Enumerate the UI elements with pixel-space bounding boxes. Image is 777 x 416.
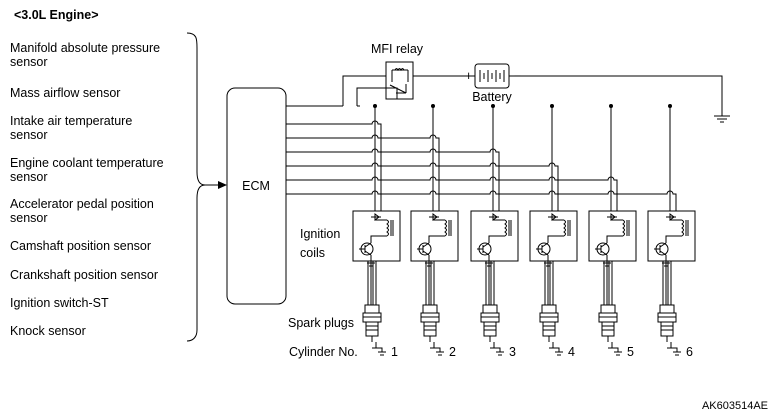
sensor-label: Knock sensor [10,324,86,338]
sensor-label: sensor [10,128,48,142]
sensor-label: sensor [10,211,48,225]
cylinder-number: 4 [568,345,575,359]
spark-plugs-label: Spark plugs [288,316,354,330]
ignition-coils-label: Ignition [300,227,340,241]
sensor-list: Manifold absolute pressure sensor Mass a… [10,41,164,338]
sensor-label: Manifold absolute pressure [10,41,160,55]
spark-plug [541,304,557,314]
cylinder-number: 5 [627,345,634,359]
battery-label: Battery [472,90,512,104]
spark-plug [659,304,675,314]
cylinder-unit: 1 [286,104,401,359]
mfi-relay-label: MFI relay [371,42,424,56]
input-arrow-head [218,181,227,189]
cylinder-number: 3 [509,345,516,359]
cylinder-unit: 2 [286,104,459,359]
sensor-label: sensor [10,55,48,69]
cylinder-units: 1 2 3 4 5 6 [286,104,696,359]
sensor-label: Intake air temperature [10,114,132,128]
spark-plug [482,304,498,314]
spark-plug [422,304,438,314]
spark-plug [600,304,616,314]
sensor-group-brace [186,32,206,342]
sensor-label: Mass airflow sensor [10,86,120,100]
cylinder-number: 2 [449,345,456,359]
cylinder-unit: 3 [286,104,519,359]
cylinder-number: 6 [686,345,693,359]
diagram-title: <3.0L Engine> [14,8,99,22]
sensor-label: Engine coolant temperature [10,156,164,170]
battery-symbol [474,63,510,89]
figure-code: AK603514AE [702,400,768,412]
sensor-label: sensor [10,170,48,184]
mfi-relay [385,61,414,100]
sensor-label: Ignition switch-ST [10,296,109,310]
spark-plug [364,304,380,314]
sensor-label: Accelerator pedal position [10,197,154,211]
ignition-coils-label: coils [300,246,325,260]
cylinder-unit: 4 [286,104,578,359]
cylinder-number: 1 [391,345,398,359]
cylinder-unit: 5 [286,104,637,359]
ecm-box [226,87,287,305]
cylinder-unit: 6 [286,104,696,359]
sensor-label: Camshaft position sensor [10,239,151,253]
power-wiring [286,75,730,123]
cylinder-number-label: Cylinder No. [289,345,358,359]
ecm-label: ECM [242,179,270,193]
sensor-label: Crankshaft position sensor [10,268,158,282]
